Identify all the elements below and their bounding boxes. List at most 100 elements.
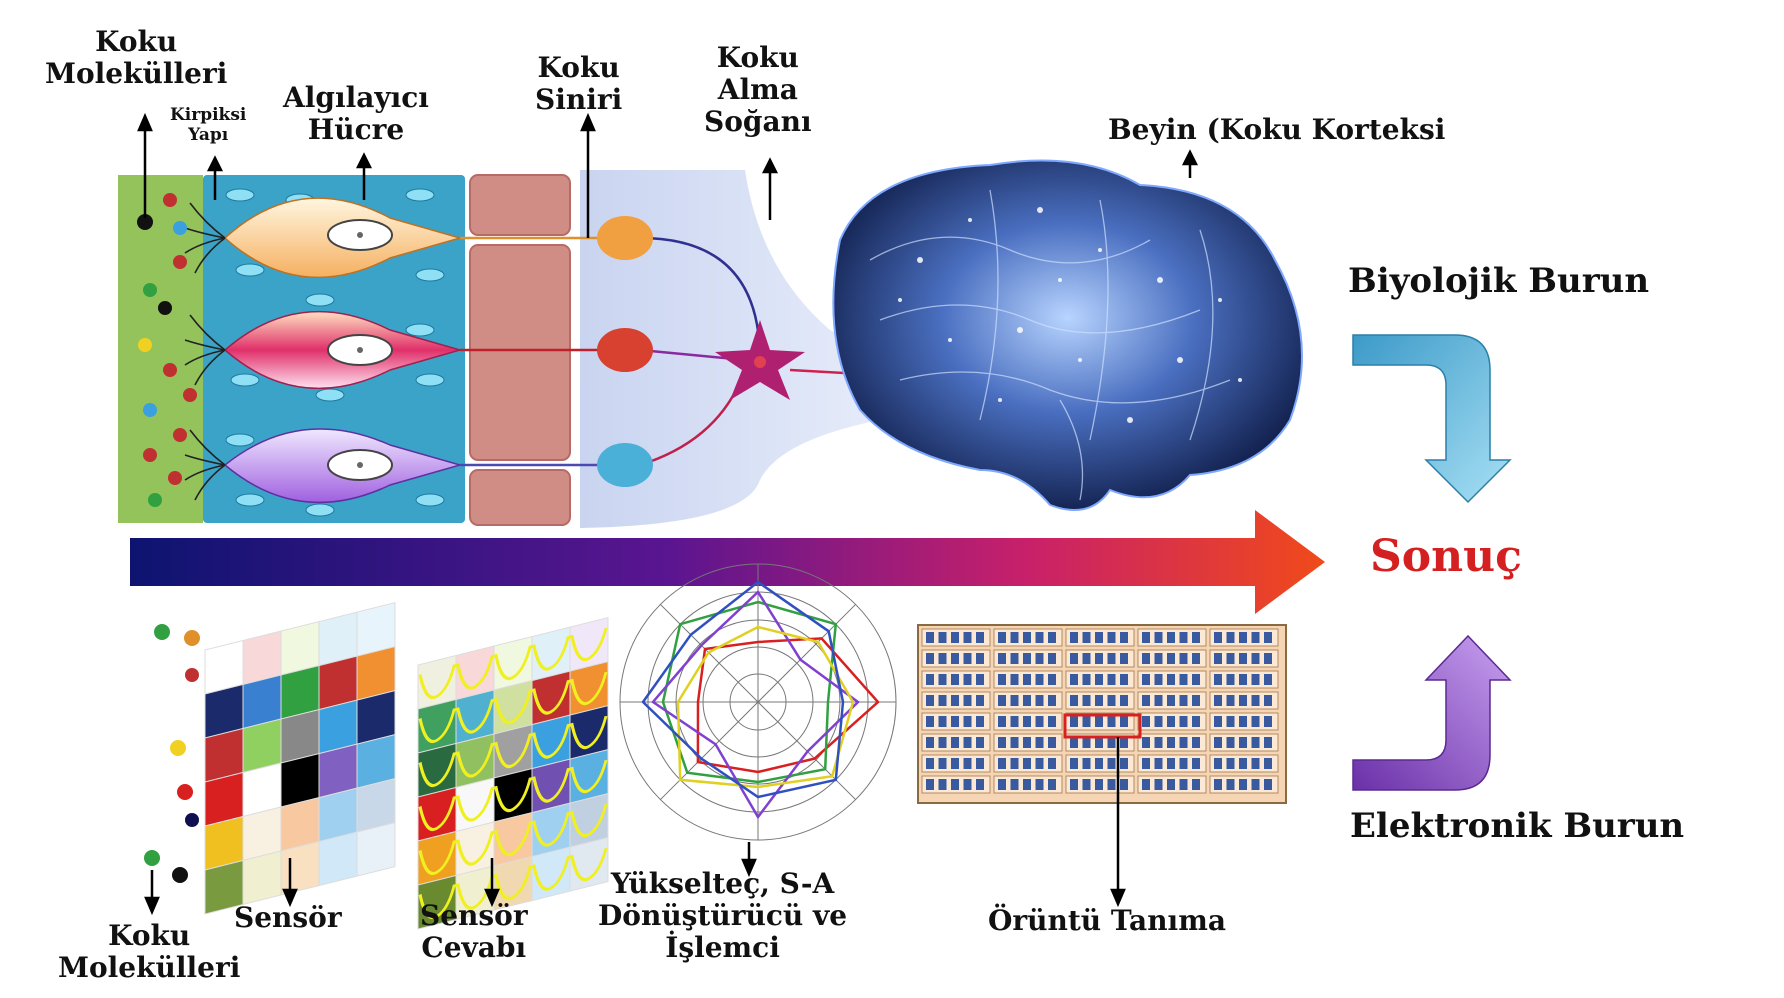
pattern-bit [998, 737, 1006, 748]
pattern-bit [1082, 758, 1091, 769]
pattern-bit [998, 695, 1006, 706]
pattern-bit [1048, 737, 1056, 748]
pattern-bit [1214, 779, 1222, 790]
pattern-bit [1239, 653, 1247, 664]
pattern-bit [1142, 737, 1150, 748]
label-sensor: Sensör [234, 901, 342, 934]
pattern-bit [1179, 716, 1188, 727]
pattern-bit [1214, 695, 1222, 706]
pattern-bit [1142, 695, 1150, 706]
olfactory-bulb-region [580, 170, 910, 528]
odor-molecules-top [137, 193, 197, 507]
biological-nose-panel [118, 170, 910, 528]
pattern-bit [1070, 695, 1078, 706]
pattern-bit [1107, 716, 1116, 727]
pattern-bit [1192, 632, 1200, 643]
pattern-bit [1239, 779, 1247, 790]
brain-icon [832, 159, 1303, 511]
pattern-bit [1120, 632, 1128, 643]
pattern-bit [1048, 716, 1056, 727]
pattern-bit [1082, 632, 1091, 643]
pattern-bit [1023, 779, 1031, 790]
pattern-bit [926, 737, 934, 748]
label-line: Koku [537, 51, 620, 84]
pattern-bit [1214, 653, 1222, 664]
label-line: Algılayıcı [283, 81, 429, 114]
pattern-bit [1226, 737, 1235, 748]
pattern-bit [1239, 632, 1247, 643]
label-line: Cevabı [421, 931, 527, 965]
pattern-bit [998, 779, 1006, 790]
label-line: Molekülleri [45, 57, 228, 91]
pattern-bit [1010, 674, 1019, 685]
flow-arrow-icon [130, 510, 1325, 614]
pattern-bit [1120, 653, 1128, 664]
sensor-array [204, 602, 396, 915]
pattern-bit [938, 653, 947, 664]
pattern-bit [1192, 653, 1200, 664]
pattern-bit [1226, 632, 1235, 643]
pattern-bit [998, 758, 1006, 769]
pattern-bit [1167, 632, 1175, 643]
pattern-bit [1179, 737, 1188, 748]
label-biyolojik-burun: Biyolojik Burun [1348, 261, 1649, 301]
label-line: Beyin (Koku Korteksi [1108, 113, 1446, 146]
pattern-bit [1070, 632, 1078, 643]
pattern-bit [951, 758, 959, 769]
pattern-bit [1070, 737, 1078, 748]
response-wave [418, 628, 608, 699]
pattern-bit [1035, 695, 1044, 706]
pattern-bit [1214, 716, 1222, 727]
pattern-bit [976, 674, 984, 685]
pattern-bit [1179, 653, 1188, 664]
pattern-bit [1082, 716, 1091, 727]
label-sonuc: Sonuç [1370, 531, 1522, 583]
pattern-bit [951, 653, 959, 664]
pattern-bit [1142, 716, 1150, 727]
pattern-bit [1010, 779, 1019, 790]
label-koku-molekulleri-bottom: Koku Molekülleri [58, 919, 241, 985]
pattern-bit [1179, 758, 1188, 769]
pattern-bit [1239, 716, 1247, 727]
label-line: Molekülleri [58, 951, 241, 985]
pattern-bit [1082, 779, 1091, 790]
pattern-bit [1226, 674, 1235, 685]
pattern-bit [1048, 695, 1056, 706]
pattern-bit [1167, 716, 1175, 727]
pattern-bit [1095, 779, 1103, 790]
pattern-bit [1226, 716, 1235, 727]
pattern-bit [1264, 674, 1272, 685]
pattern-bit [1239, 737, 1247, 748]
pattern-bit [1264, 653, 1272, 664]
pattern-bit [998, 632, 1006, 643]
pattern-bit [1264, 695, 1272, 706]
pattern-bit [976, 653, 984, 664]
pattern-bit [1154, 695, 1163, 706]
label-oruntu-tanima: Örüntü Tanıma [988, 904, 1226, 937]
pattern-bit [1023, 632, 1031, 643]
pattern-bit [1023, 737, 1031, 748]
label-koku-siniri: Koku Siniri [535, 51, 623, 117]
pattern-bit [1023, 758, 1031, 769]
pattern-bit [1107, 737, 1116, 748]
label-line: Örüntü Tanıma [988, 904, 1226, 937]
label-line: Siniri [535, 83, 623, 117]
pattern-bit [1095, 737, 1103, 748]
pattern-bit [1264, 779, 1272, 790]
pattern-bit [998, 653, 1006, 664]
pattern-bit [1251, 695, 1260, 706]
pattern-bit [1154, 758, 1163, 769]
pattern-bit [1035, 653, 1044, 664]
pattern-bit [1010, 758, 1019, 769]
label-sensor-cevabi: Sensör Cevabı [420, 899, 528, 965]
glomerulus-3 [597, 443, 653, 487]
sensor-cell [242, 850, 282, 906]
label-koku-molekulleri-top: Koku Molekülleri [45, 25, 228, 91]
pattern-bit [1251, 779, 1260, 790]
pattern-bit [1251, 758, 1260, 769]
pattern-bit [963, 716, 972, 727]
pattern-bit [1023, 716, 1031, 727]
pattern-bit [1048, 674, 1056, 685]
pattern-bit [1010, 737, 1019, 748]
